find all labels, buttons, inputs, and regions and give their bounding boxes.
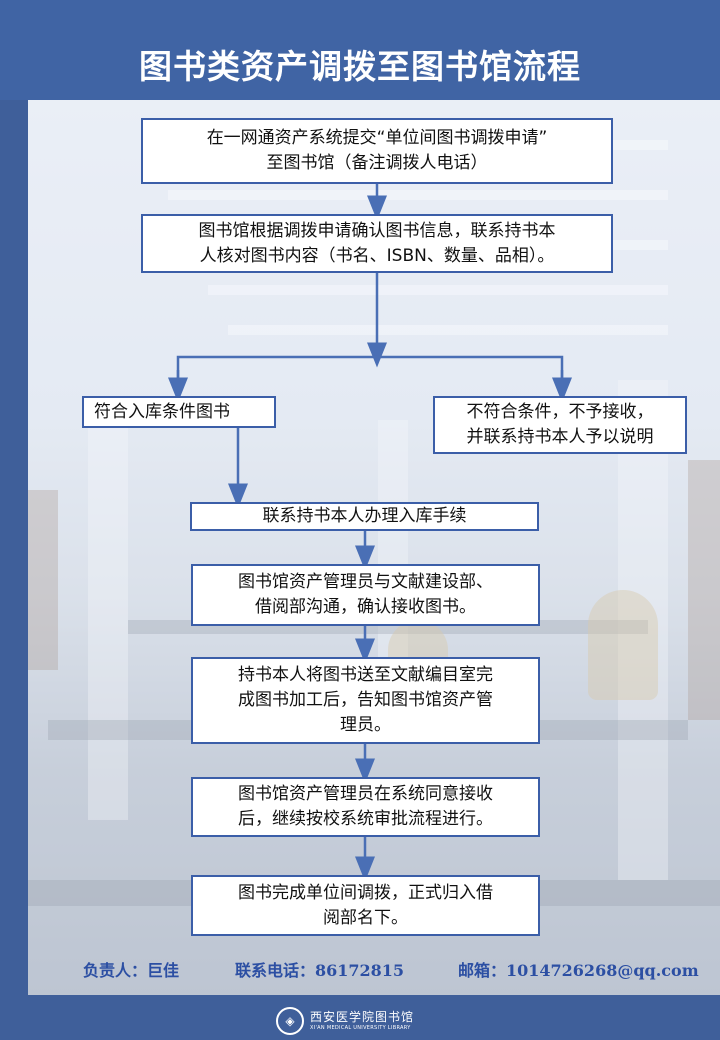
logo-name-en: XI'AN MEDICAL UNIVERSITY LIBRARY	[310, 1025, 411, 1031]
contact-phone: 联系电话：86172815	[235, 961, 405, 980]
step-cataloging: 持书本人将图书送至文献编目室完 成图书加工后，告知图书馆资产管 理员。	[191, 657, 540, 744]
responsible-person: 负责人：巨佳	[83, 961, 180, 980]
page-title: 图书类资产调拨至图书馆流程	[139, 47, 581, 86]
branch-accept: 符合入库条件图书	[82, 396, 276, 428]
step-coordinate-departments: 图书馆资产管理员与文献建设部、 借阅部沟通，确认接收图书。	[191, 564, 540, 626]
logo-name-cn: 西安医学院图书馆	[310, 1010, 415, 1024]
step-confirm-book-info: 图书馆根据调拨申请确认图书信息，联系持书本 人核对图书内容（书名、ISBN、数量…	[141, 214, 613, 273]
step-storage-procedure: 联系持书本人办理入库手续	[190, 502, 539, 531]
library-logo: ◈ 西安医学院图书馆 XI'AN MEDICAL UNIVERSITY LIBR…	[276, 1006, 446, 1036]
branch-reject: 不符合条件，不予接收， 并联系持书本人予以说明	[433, 396, 687, 454]
step-transfer-complete: 图书完成单位间调拨，正式归入借 阅部名下。	[191, 875, 540, 936]
library-emblem-icon: ◈	[276, 1007, 304, 1035]
step-system-approval: 图书馆资产管理员在系统同意接收 后，继续按校系统审批流程进行。	[191, 777, 540, 837]
step-submit-application: 在一网通资产系统提交“单位间图书调拨申请” 至图书馆（备注调拨人电话）	[141, 118, 613, 184]
header-bar: 图书类资产调拨至图书馆流程	[0, 0, 720, 100]
contact-email: 邮箱：1014726268@qq.com	[458, 961, 699, 980]
